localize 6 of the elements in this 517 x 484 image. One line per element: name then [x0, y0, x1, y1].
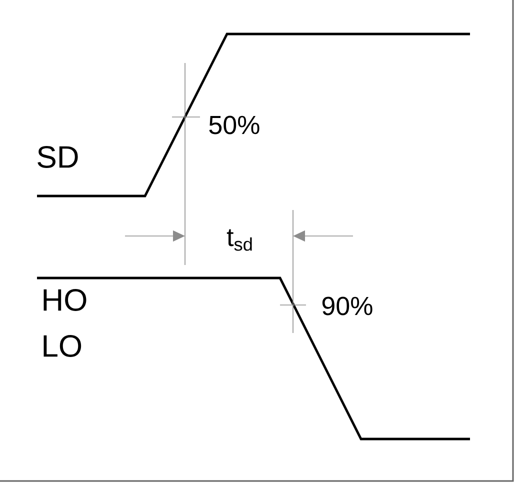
signal-label: SD: [38, 146, 78, 168]
signal-label: HO: [44, 289, 86, 311]
timing-label: t$_{sd}$: [226, 229, 252, 251]
level-label: 50%: [209, 116, 260, 134]
signal-label: LO: [44, 335, 82, 357]
level-label: 90%: [322, 296, 372, 316]
